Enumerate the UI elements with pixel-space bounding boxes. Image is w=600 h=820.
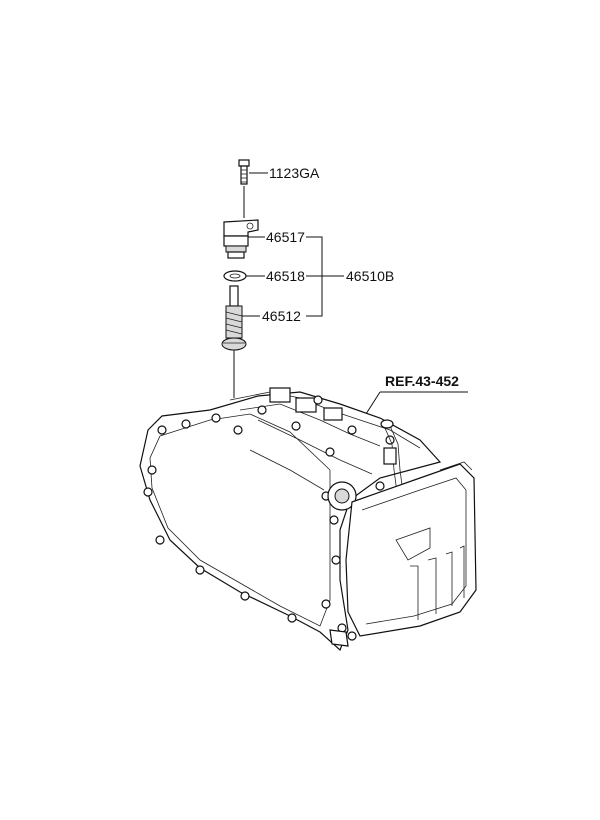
label-46510b: 46510B — [346, 268, 394, 284]
label-46517: 46517 — [266, 229, 305, 245]
label-reference: REF.43-452 — [385, 373, 459, 389]
reference-leader-line — [365, 391, 381, 415]
washer-part — [223, 270, 247, 282]
label-46512: 46512 — [262, 308, 301, 324]
transaxle-housing — [139, 387, 477, 652]
label-46518: 46518 — [266, 268, 305, 284]
driven-gear-part — [221, 285, 247, 351]
assembly-bracket — [306, 236, 323, 317]
label-1123ga: 1123GA — [269, 165, 320, 181]
bolt-part — [238, 159, 250, 185]
speed-sensor-part — [223, 219, 259, 259]
